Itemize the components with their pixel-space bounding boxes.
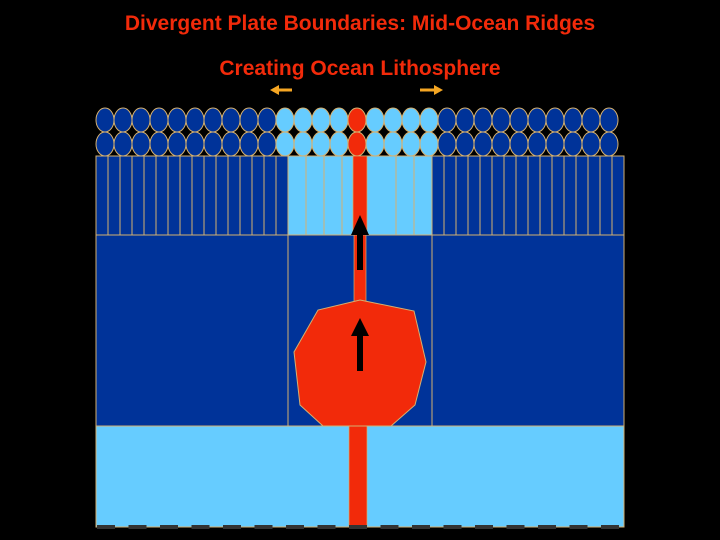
pillow-oval — [599, 131, 619, 157]
pillow-oval — [401, 107, 421, 133]
pillow-oval — [149, 107, 169, 133]
pillow-oval — [185, 107, 205, 133]
pillow-basalt-layer — [95, 107, 619, 157]
pillow-oval — [437, 107, 457, 133]
spread-right-arrow — [420, 85, 443, 95]
pillow-oval — [239, 131, 259, 157]
dash — [97, 525, 115, 529]
dash — [223, 525, 241, 529]
spreading-arrows — [270, 85, 443, 95]
pillow-oval — [149, 131, 169, 157]
dash — [443, 525, 462, 529]
dash — [160, 525, 178, 529]
sheeted-dikes-layer — [95, 155, 625, 236]
pillow-oval — [257, 107, 277, 133]
dash — [380, 525, 399, 529]
upwelling-arrow-upper — [351, 215, 369, 270]
pillow-oval — [167, 107, 187, 133]
pillow-oval — [563, 107, 583, 133]
pillow-oval — [329, 131, 349, 157]
pillow-oval — [527, 131, 547, 157]
pillow-oval — [167, 131, 187, 157]
pillow-oval — [455, 131, 475, 157]
pillow-oval — [185, 131, 205, 157]
pillow-oval — [293, 131, 313, 157]
pillow-oval — [257, 131, 277, 157]
dash — [191, 525, 210, 529]
pillow-oval — [131, 107, 151, 133]
pillow-oval — [491, 107, 511, 133]
pillow-oval — [275, 107, 295, 133]
pillow-oval — [473, 131, 493, 157]
base-dashes — [97, 525, 619, 529]
dash — [128, 525, 147, 529]
pillow-oval — [293, 107, 313, 133]
pillow-oval — [113, 107, 133, 133]
pillow-oval — [581, 131, 601, 157]
pillow-oval — [509, 131, 529, 157]
dash — [286, 525, 304, 529]
pillow-oval — [365, 131, 385, 157]
dash — [317, 525, 336, 529]
spread-left-arrow — [270, 85, 292, 95]
pillow-oval — [221, 107, 241, 133]
upwelling-arrow-lower — [351, 318, 369, 371]
pillow-oval — [563, 131, 583, 157]
dash — [349, 525, 367, 529]
pillow-oval — [419, 107, 439, 133]
pillow-oval — [347, 131, 367, 157]
pillow-oval — [95, 107, 115, 133]
pillow-oval — [599, 107, 619, 133]
pillow-oval — [383, 107, 403, 133]
pillow-oval — [329, 107, 349, 133]
pillow-oval — [311, 107, 331, 133]
pillow-oval — [401, 131, 421, 157]
dash — [601, 525, 619, 529]
pillow-oval — [203, 131, 223, 157]
pillow-oval — [455, 107, 475, 133]
pillow-oval — [473, 107, 493, 133]
dash — [475, 525, 493, 529]
pillow-oval — [365, 107, 385, 133]
pillow-oval — [383, 131, 403, 157]
pillow-oval — [131, 131, 151, 157]
diagram-title: Divergent Plate Boundaries: Mid-Ocean Ri… — [124, 12, 596, 35]
mantle-layer — [95, 425, 625, 529]
dash — [412, 525, 430, 529]
dash — [254, 525, 273, 529]
dash — [538, 525, 556, 529]
pillow-oval — [509, 107, 529, 133]
pillow-oval — [203, 107, 223, 133]
diagram-subtitle: Creating Ocean Lithosphere — [219, 57, 501, 80]
pillow-oval — [419, 131, 439, 157]
pillow-oval — [95, 131, 115, 157]
pillow-oval — [239, 107, 259, 133]
pillow-oval — [113, 131, 133, 157]
pillow-oval — [527, 107, 547, 133]
pillow-oval — [347, 107, 367, 133]
dash — [506, 525, 525, 529]
pillow-oval — [581, 107, 601, 133]
pillow-oval — [311, 131, 331, 157]
pillow-oval — [491, 131, 511, 157]
dash — [569, 525, 588, 529]
pillow-oval — [221, 131, 241, 157]
pillow-oval — [545, 131, 565, 157]
magma-feeder — [348, 425, 368, 528]
pillow-oval — [545, 107, 565, 133]
pillow-oval — [437, 131, 457, 157]
pillow-oval — [275, 131, 295, 157]
